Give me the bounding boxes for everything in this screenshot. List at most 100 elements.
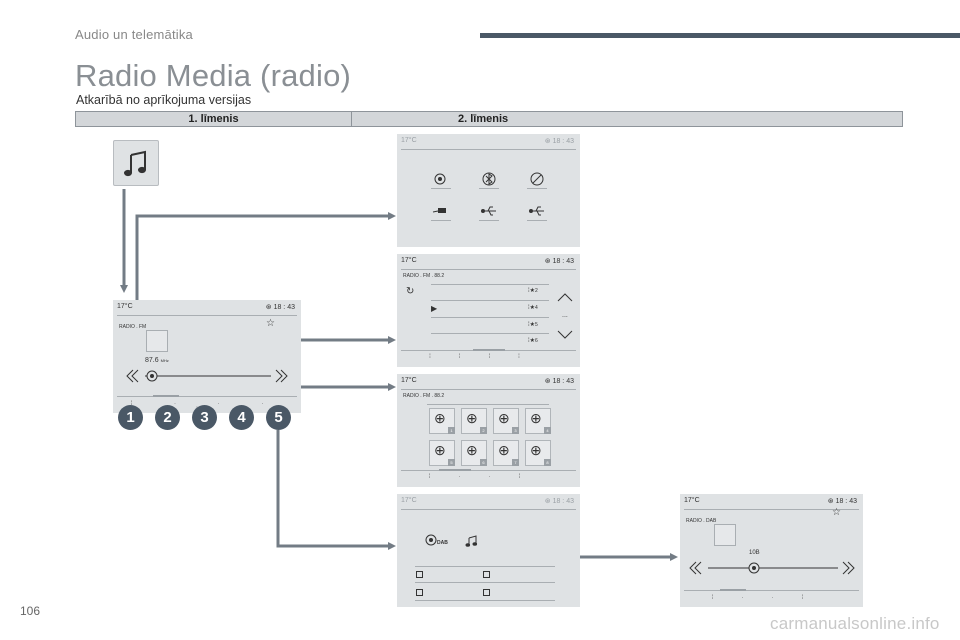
preset-item[interactable]: ⁞★4 [528,305,538,311]
temperature: 17°C [117,303,133,310]
radio-label: RADIO . FM . 88.2 [403,273,445,279]
active-tab-indicator [473,349,505,351]
add-icon: ⊕ [498,410,510,426]
clock-text: 18 : 43 [552,378,574,385]
album-art [714,524,736,546]
divider [401,470,576,471]
watermark: carmanualsonline.info [770,614,940,633]
preset-badge: 4 [544,427,551,434]
radio-source-icon[interactable] [433,172,447,186]
bottom-controls[interactable]: ⁞⁞⁞⁞ [429,354,548,360]
clock: ⊛ 18 : 43 [545,257,574,265]
bottom-controls[interactable]: ⁞··⁞ [428,474,549,480]
band-select-screen: 17°C ⊛ 18 : 43 DAB [397,494,580,607]
preset-slot[interactable]: ⊕ 1 [429,408,455,434]
divider [117,396,297,397]
add-icon: ⊕ [434,442,446,458]
disc-source-icon[interactable] [530,172,544,186]
number-badge-4: 4 [229,405,254,430]
gps-icon: ⊛ [544,378,551,385]
preset-item[interactable]: ⁞★6 [528,338,538,344]
divider [117,315,297,316]
checkbox[interactable] [483,589,490,596]
divider [401,509,576,510]
preset-number: 6 [535,338,538,344]
preset-slot[interactable]: ⊕ 4 [525,408,551,434]
level1-header: 1. līmenis [76,112,352,126]
list-divider [431,300,549,301]
preset-slot[interactable]: ⊕ 3 [493,408,519,434]
frequency-unit: MHz [160,358,169,363]
temperature: 17°C [401,497,417,504]
bluetooth-source-icon[interactable] [482,172,496,186]
tuning-slider[interactable] [125,364,289,388]
preset-grid-screen: 17°C ⊛ 18 : 43 RADIO . FM . 88.2 ⊕ 1 ⊕ 2… [397,374,580,487]
list-divider [431,333,549,334]
divider [415,600,555,601]
star-icon[interactable]: ☆ [266,318,275,329]
main-radio-screen: 17°C ⊛ 18 : 43 RADIO . FM ☆ 87.6 MHz ⁞ ·… [113,300,301,413]
music-source-button[interactable] [113,140,159,186]
preset-badge: 5 [448,459,455,466]
section-label: Audio un telemātika [75,27,193,42]
star-icon[interactable]: ☆ [832,507,841,518]
play-icon: ▶ [431,304,438,313]
level2-header: 2. līmenis [458,113,509,125]
divider [415,582,555,583]
usb-source-icon[interactable] [480,205,498,217]
clock-text: 18 : 43 [552,498,574,505]
gps-icon: ⊛ [544,258,551,265]
scroll-up-icon[interactable] [557,292,573,302]
checkbox[interactable] [483,571,490,578]
checkbox[interactable] [416,571,423,578]
clock-text: 18 : 43 [552,138,574,145]
refresh-icon[interactable]: ↻ [406,286,415,297]
music-note-icon[interactable] [465,534,479,548]
preset-item[interactable]: ⁞★2 [528,288,538,294]
station-list-screen: 17°C ⊛ 18 : 43 RADIO . FM . 88.2 ↻ ▶ ⁞★2… [397,254,580,367]
active-tab-indicator [720,589,746,591]
gps-icon: ⊛ [265,304,272,311]
temperature: 17°C [401,257,417,264]
divider [527,220,547,221]
bottom-controls[interactable]: ⁞··⁞ [711,595,832,601]
preset-slot[interactable]: ⊕ 2 [461,408,487,434]
dab-band-button[interactable]: DAB [423,532,448,550]
page-title: Radio Media (radio) [75,58,352,93]
dab-band-label: DAB [437,540,448,546]
scroll-down-icon[interactable] [557,330,573,340]
radio-label: RADIO . DAB [686,518,717,524]
clock: ⊛ 18 : 43 [828,497,857,505]
add-icon: ⊕ [498,442,510,458]
preset-slot[interactable]: ⊕ 5 [429,440,455,466]
frequency-value: 87.6 [145,357,159,364]
gps-icon: ⊛ [827,498,834,505]
aux-source-icon[interactable] [432,206,448,216]
preset-slot[interactable]: ⊕ 8 [525,440,551,466]
preset-slot[interactable]: ⊕ 6 [461,440,487,466]
divider [415,566,555,567]
divider [401,389,576,390]
preset-number: 5 [535,322,538,328]
active-tab-indicator [153,395,179,397]
preset-slot[interactable]: ⊕ 7 [493,440,519,466]
checkbox[interactable] [416,589,423,596]
list-divider [431,317,549,318]
divider [431,220,451,221]
add-icon: ⊕ [466,442,478,458]
divider [479,220,499,221]
radio-label: RADIO . FM [119,324,147,330]
frequency-display: 87.6 MHz [145,357,169,364]
header-bar [480,33,960,38]
tuning-slider[interactable] [688,556,856,580]
gps-icon: ⊛ [544,498,551,505]
preset-item[interactable]: ⁞★5 [528,322,538,328]
dab-radio-screen: 17°C ⊛ 18 : 43 RADIO . DAB ☆ 10B ⁞··⁞ [680,494,863,607]
add-icon: ⊕ [530,442,542,458]
divider [479,188,499,189]
channel-display: 10B [749,550,760,556]
page-number: 106 [20,604,41,618]
number-badge-1: 1 [118,405,143,430]
usb-source-icon-2[interactable] [528,205,546,217]
divider [431,188,451,189]
